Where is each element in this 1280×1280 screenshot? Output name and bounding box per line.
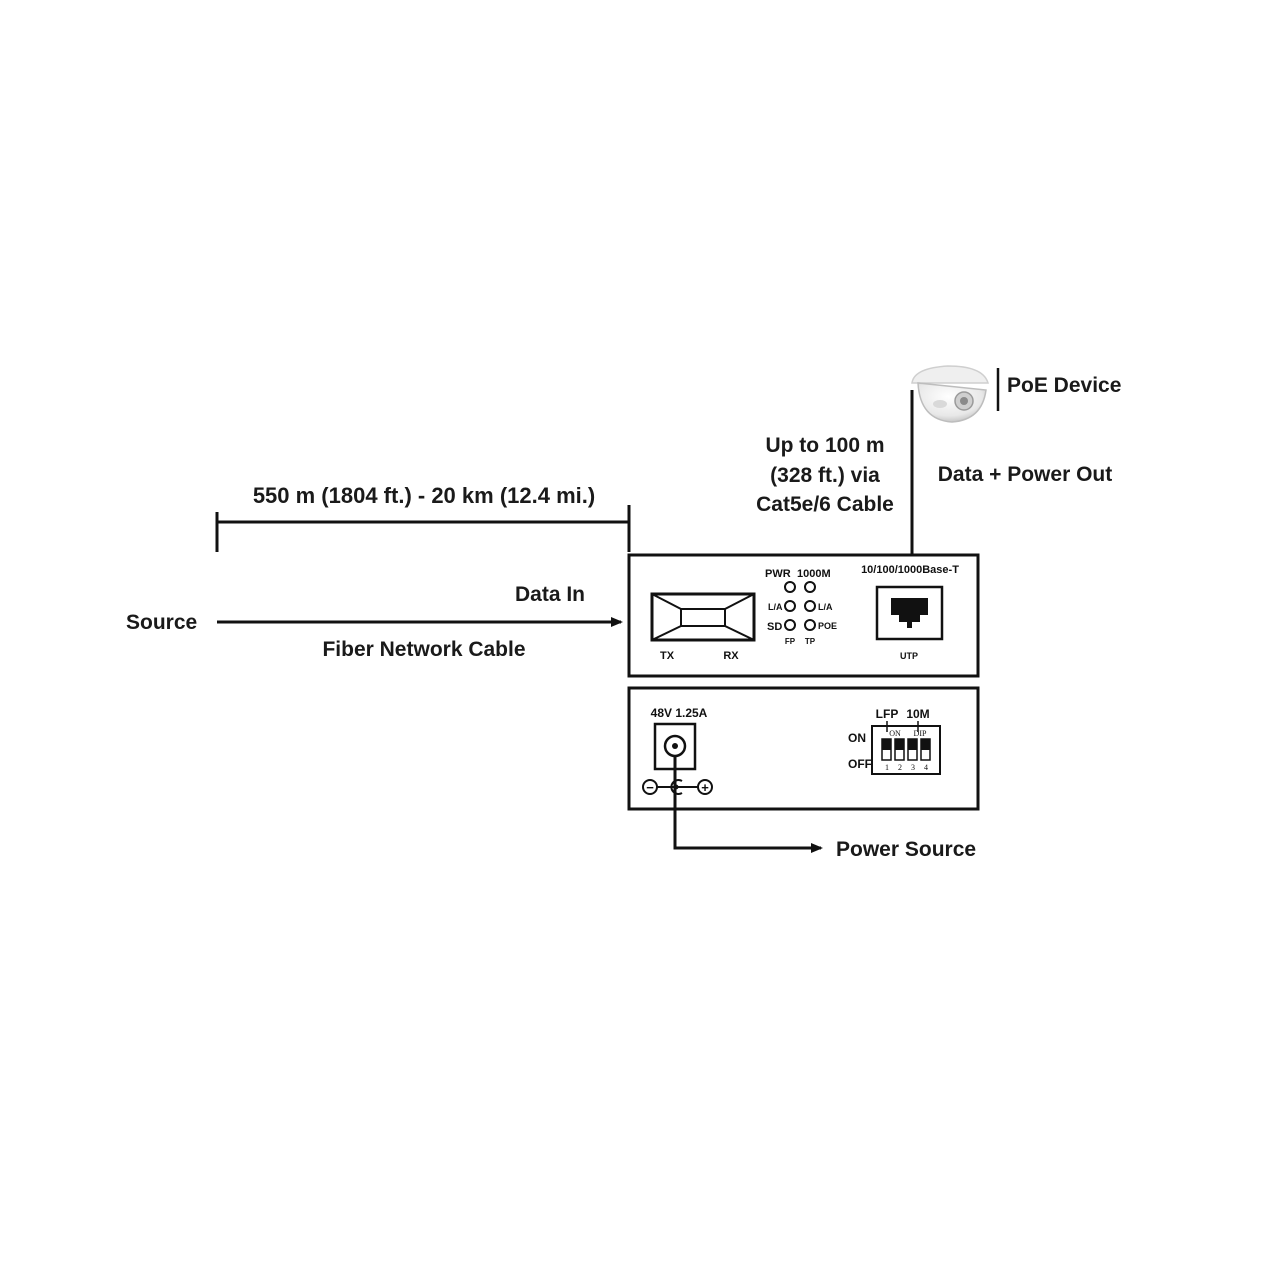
power-cable: Power Source — [673, 755, 976, 861]
pwr-led-label: PWR — [765, 568, 791, 580]
copper-distance-line3: Cat5e/6 Cable — [756, 493, 894, 516]
poe-led — [804, 619, 816, 631]
tp-label: TP — [805, 637, 816, 646]
sd-led — [784, 619, 796, 631]
dip-on-label: ON — [889, 729, 901, 738]
dip-number-4: 4 — [924, 763, 928, 772]
sfp-port-icon — [650, 592, 756, 642]
power-cable-arrow — [673, 755, 823, 853]
poe-device-label: PoE Device — [1007, 374, 1121, 397]
dip-title-label: DIP — [914, 729, 927, 738]
power-rating-label: 48V 1.25A — [651, 706, 708, 720]
rear-panel: 48V 1.25A − + LFP 10M ON OFF ON DIP — [627, 686, 980, 811]
tx-label: TX — [660, 650, 675, 662]
data-in-label: Data In — [515, 583, 585, 606]
pwr-led — [784, 581, 796, 593]
dome-camera-icon — [911, 365, 990, 423]
polarity-plus: + — [701, 780, 709, 795]
1000m-led — [804, 581, 816, 593]
la-left-led — [784, 600, 796, 612]
10m-label: 10M — [906, 707, 929, 721]
dip-number-2: 2 — [898, 763, 902, 772]
front-panel: TX RX PWR 1000M L/A L/A SD POE FP TP 10/… — [627, 553, 980, 678]
poe-led-label: POE — [818, 621, 837, 631]
copper-distance-labels: Up to 100 m (328 ft.) via Cat5e/6 Cable — [756, 434, 894, 516]
la-left-led-label: L/A — [768, 602, 783, 612]
copper-distance-line2: (328 ft.) via — [770, 464, 880, 487]
dip-number-1: 1 — [885, 763, 889, 772]
lfp-label: LFP — [876, 707, 899, 721]
la-right-led — [804, 600, 816, 612]
power-source-label: Power Source — [836, 838, 976, 861]
data-power-out-label: Data + Power Out — [938, 463, 1112, 486]
port-title-label: 10/100/1000Base-T — [861, 564, 959, 576]
polarity-minus: − — [646, 780, 654, 795]
rear-panel-frame — [627, 686, 980, 811]
rx-label: RX — [723, 650, 739, 662]
switch-off-label: OFF — [848, 757, 872, 771]
fiber-distance-dimension: 550 m (1804 ft.) - 20 km (12.4 mi.) — [215, 483, 631, 552]
source-label: Source — [126, 611, 197, 634]
1000m-led-label: 1000M — [797, 568, 831, 580]
dip-number-3: 3 — [911, 763, 915, 772]
switch-on-label: ON — [848, 731, 866, 745]
rj45-port-icon — [875, 585, 944, 641]
polarity-symbol: − + — [642, 779, 713, 795]
la-right-led-label: L/A — [818, 602, 833, 612]
utp-label: UTP — [900, 651, 918, 661]
sd-led-label: SD — [767, 621, 782, 633]
front-panel-frame — [627, 553, 980, 678]
fiber-cable-label: Fiber Network Cable — [322, 638, 525, 661]
dip-switch-icon: ON DIP 1 2 3 4 — [871, 725, 941, 775]
fp-label: FP — [785, 637, 796, 646]
fiber-input: Source Data In Fiber Network Cable — [126, 583, 623, 661]
fiber-distance-label: 550 m (1804 ft.) - 20 km (12.4 mi.) — [253, 483, 595, 508]
copper-distance-line1: Up to 100 m — [765, 434, 884, 457]
